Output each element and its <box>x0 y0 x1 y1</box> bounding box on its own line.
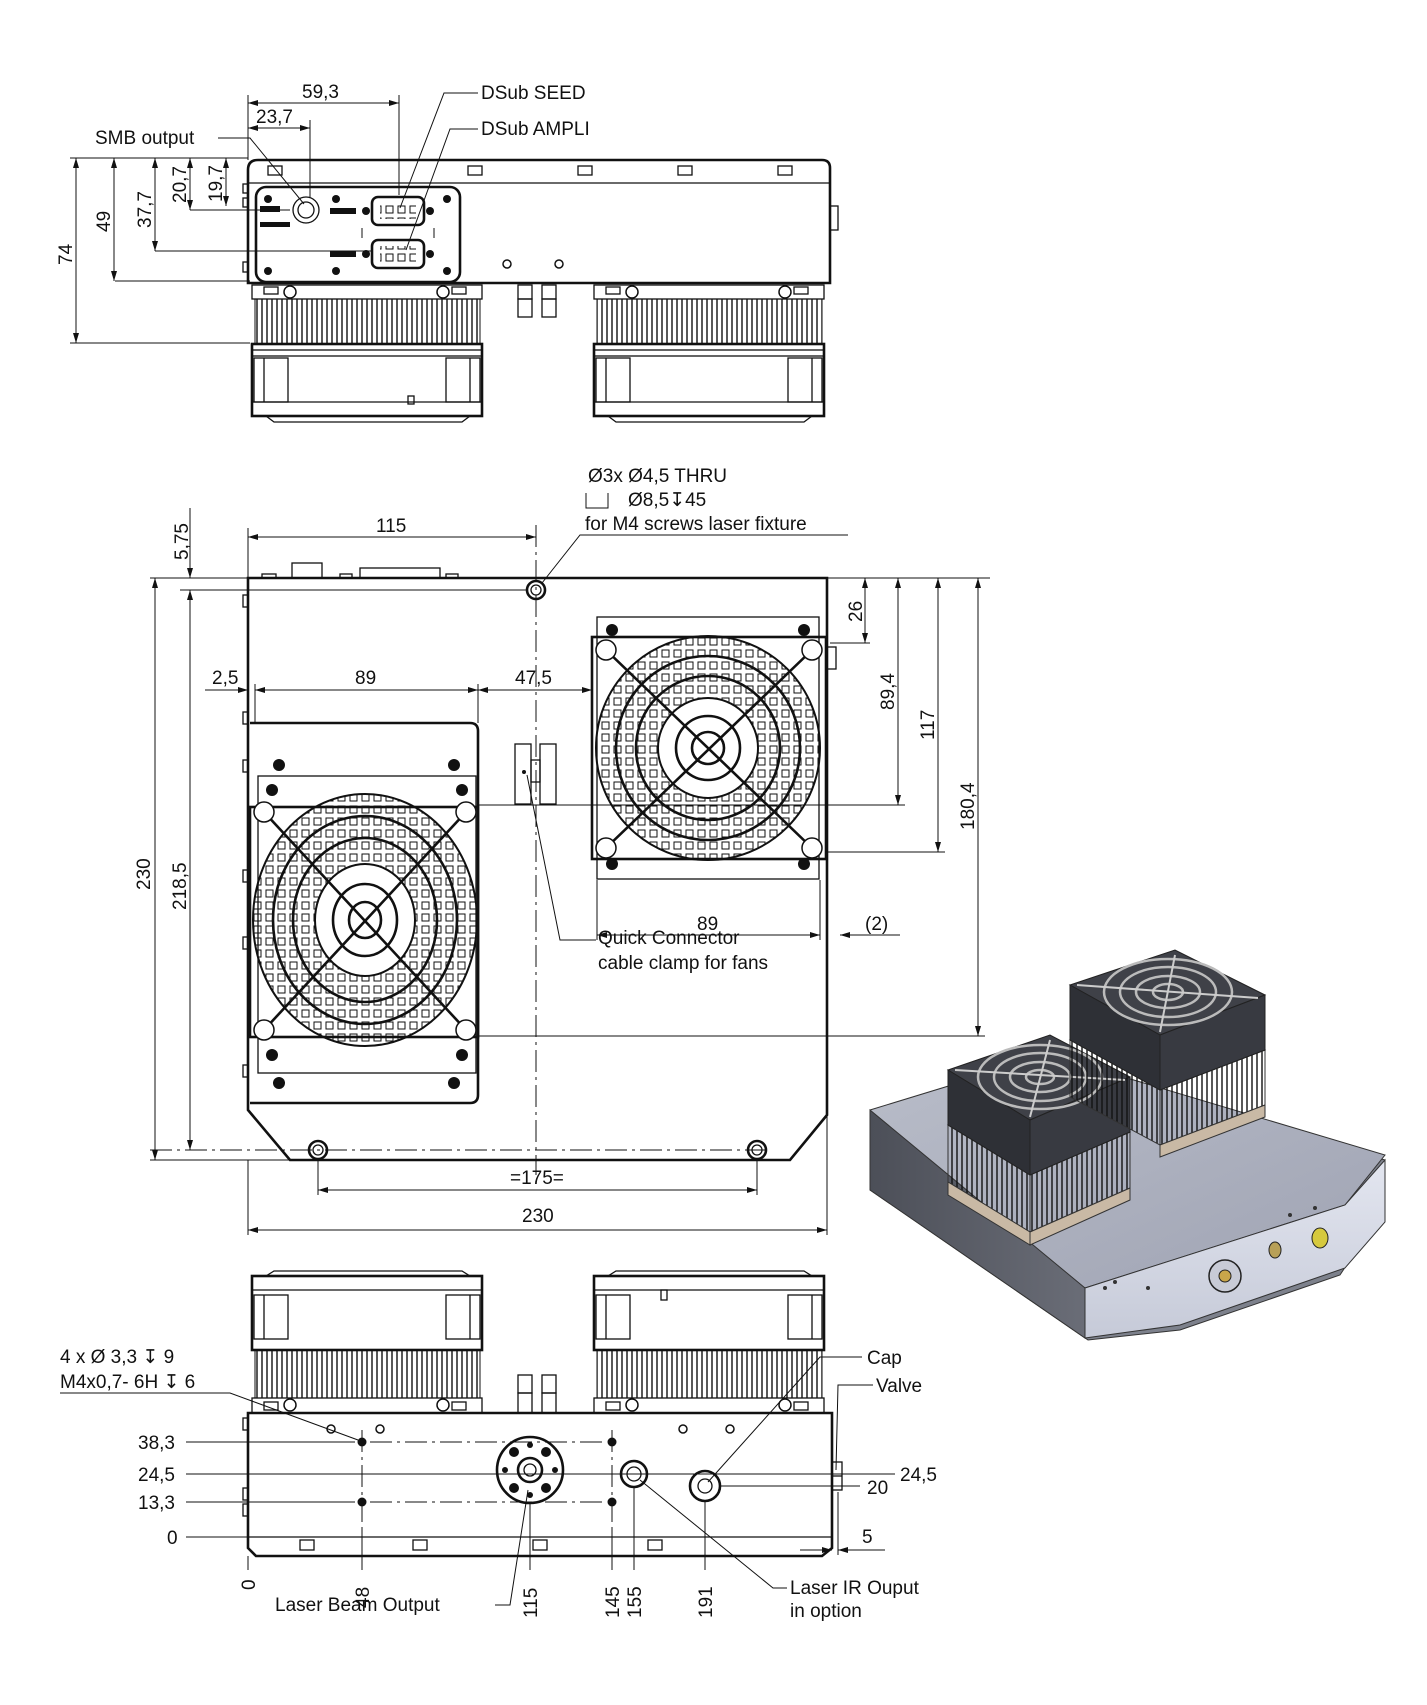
dim-49: 49 <box>94 211 115 232</box>
ordinate-191: 191 <box>696 1586 717 1618</box>
dim-2-5: 2,5 <box>212 668 238 689</box>
thread-callout-line1: 4 x Ø 3,3 ↧ 9 <box>60 1347 174 1368</box>
dim-2-paren: (2) <box>865 914 888 935</box>
dim-230-horizontal: 230 <box>522 1206 554 1227</box>
dim-5-75: 5,75 <box>172 523 193 560</box>
laser-ir-label-2: in option <box>790 1601 862 1622</box>
ordinate-155: 155 <box>625 1586 646 1618</box>
quick-connector-leader <box>526 774 596 941</box>
cap-label: Cap <box>867 1348 902 1369</box>
render-fan-right <box>1068 949 1267 1158</box>
front-view-heatsink-left <box>250 1270 484 1414</box>
front-view-heatsink-right <box>592 1270 826 1414</box>
laser-ir-label-1: Laser IR Ouput <box>790 1578 920 1599</box>
dsub-seed-leader <box>399 92 478 209</box>
laser-ir-leader <box>639 1479 787 1589</box>
hole-callout-line1: Ø3x Ø4,5 THRU <box>588 466 727 487</box>
cap-port <box>688 1469 722 1503</box>
dim-115: 115 <box>376 516 406 537</box>
ordinate-0-vertical: 0 <box>167 1528 178 1549</box>
quick-connector-label-2: cable clamp for fans <box>598 953 768 974</box>
ordinate-13-3: 13,3 <box>138 1493 175 1514</box>
hole-callout-leader <box>541 534 848 584</box>
connector-panel <box>254 185 462 284</box>
ordinate-38-3: 38,3 <box>138 1433 175 1454</box>
dim-24-5-right: 24,5 <box>900 1465 937 1486</box>
dim-5: 5 <box>862 1527 873 1548</box>
quick-connector-label-1: Quick Connector <box>598 928 740 949</box>
ordinate-24-5: 24,5 <box>138 1465 175 1486</box>
dim-20-7: 20,7 <box>170 166 191 203</box>
top-view-fan-clamps <box>517 284 557 318</box>
dim-117: 117 <box>918 710 939 740</box>
valve-leader <box>835 1384 873 1471</box>
dim-19-7: 19,7 <box>206 165 227 202</box>
front-view-fan-clamps <box>517 1374 557 1414</box>
top-view-slots <box>267 165 793 176</box>
dim-26: 26 <box>846 601 867 622</box>
front-view-body <box>246 1411 834 1558</box>
hole-callout-line3: for M4 screws laser fixture <box>585 514 807 535</box>
valve-label: Valve <box>876 1376 922 1397</box>
dim-74: 74 <box>56 243 77 265</box>
top-view-heatsink-left <box>250 284 484 423</box>
dim-175: =175= <box>510 1168 564 1189</box>
dim-47-5: 47,5 <box>515 668 552 689</box>
quick-connector-clamp <box>514 743 557 805</box>
ordinate-0-horizontal: 0 <box>239 1579 260 1590</box>
dsub-ampli-leader <box>405 128 478 251</box>
isometric-render <box>869 949 1386 1341</box>
top-view-body <box>246 158 832 285</box>
plan-view: Quick Connector cable clamp for fans Ø3x… <box>134 466 990 1235</box>
dim-89-4: 89,4 <box>878 673 899 710</box>
dsub-seed-label: DSub SEED <box>481 83 586 104</box>
hole-callout-line2: Ø8,5↧45 <box>628 490 706 511</box>
smb-output-label: SMB output <box>95 128 195 149</box>
mounting-hole-bottom-left <box>307 1139 329 1161</box>
cap-leader <box>707 1356 862 1483</box>
counterbore-icon <box>585 493 609 509</box>
dsub-seed-connector-icon <box>370 195 426 227</box>
ordinate-48: 48 <box>353 1587 374 1608</box>
dim-23-7: 23,7 <box>256 107 293 128</box>
ordinate-115: 115 <box>521 1588 542 1618</box>
mounting-hole-bottom-right <box>746 1139 768 1161</box>
smb-output-leader <box>218 137 305 205</box>
smb-connector-icon <box>292 196 320 224</box>
front-view: 38,3 24,5 13,3 0 0 48 115 145 155 191 4 … <box>60 1270 937 1622</box>
dim-59-3: 59,3 <box>302 82 339 103</box>
render-fan-left <box>946 1034 1132 1246</box>
dim-89-right: 89 <box>697 914 718 935</box>
dsub-ampli-label: DSub AMPLI <box>481 119 590 140</box>
top-view: 59,3 23,7 74 49 37,7 20,7 19,7 SMB outpu… <box>56 82 839 423</box>
dim-37-7: 37,7 <box>135 191 156 228</box>
dsub-ampli-connector-icon <box>370 238 426 270</box>
dim-89-left: 89 <box>355 668 376 689</box>
dim-180-4: 180,4 <box>958 782 979 830</box>
plan-fan-left <box>248 721 480 1105</box>
dim-230-vertical: 230 <box>134 858 155 890</box>
thread-callout-line2: M4x0,7- 6H ↧ 6 <box>60 1372 195 1393</box>
laser-beam-output-leader <box>495 1489 529 1606</box>
laser-beam-output-label: Laser Beam Output <box>275 1595 440 1616</box>
dim-218-5: 218,5 <box>170 862 191 910</box>
laser-beam-output-flange <box>495 1435 565 1505</box>
top-view-heatsink-right <box>592 284 826 423</box>
dim-20-right: 20 <box>867 1478 888 1499</box>
plan-fan-right <box>590 616 837 880</box>
ordinate-145: 145 <box>603 1586 624 1618</box>
thread-callout-leader <box>60 1392 359 1441</box>
